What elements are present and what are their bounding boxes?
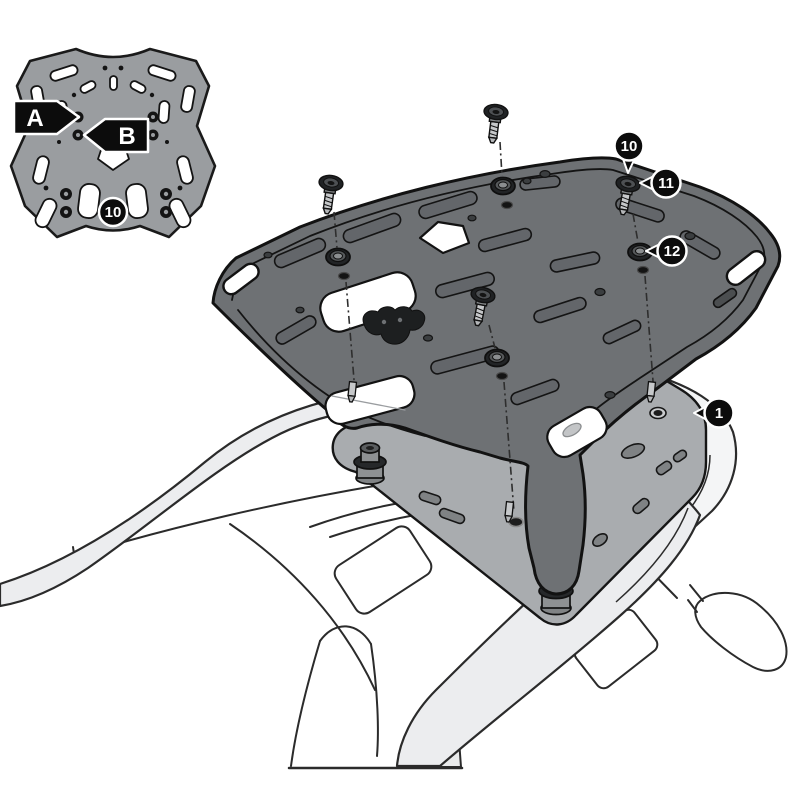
washer-3: [627, 242, 653, 262]
rack-slot-m2: [477, 227, 533, 253]
rack-handle-slot-right: [725, 249, 767, 287]
tail-panel-right-curve: [370, 643, 379, 757]
callout-pin-12: 12: [645, 235, 688, 267]
right-grab-rail-inner-line: [615, 507, 689, 603]
fender-curve: [229, 523, 376, 691]
pin-10-text: 10: [621, 138, 638, 155]
flag-a-text: A: [26, 105, 43, 132]
exit-hole-4: [495, 371, 509, 381]
tp-slot-13: [77, 183, 101, 219]
callout-badge-10: 10: [97, 196, 129, 228]
adapter-slot-5: [592, 533, 608, 547]
tail-panel-left-curve: [290, 640, 321, 767]
adapter-slot-1: [620, 443, 646, 459]
washer-4: [484, 348, 510, 368]
rack-slot-m3: [549, 251, 601, 273]
washer-2: [490, 176, 516, 196]
tp-slot-5: [79, 80, 97, 94]
turn-signal-stalk: [694, 591, 788, 672]
rack-cutout-lower-detail: [331, 395, 406, 411]
rack-handle-slot-left: [222, 262, 260, 296]
mounting-screw-2: [483, 103, 509, 144]
tp-slot-2: [147, 64, 177, 82]
tp-slot-4: [180, 85, 196, 113]
rack-cutout-slot-lower: [324, 374, 416, 426]
side-recess-left: [333, 525, 433, 615]
tp-slot-8: [157, 100, 171, 124]
adapter-slot-2: [655, 460, 673, 476]
centerline-1: [333, 211, 338, 249]
tp-slot-6: [129, 80, 147, 94]
centerline-3b: [644, 275, 655, 395]
flag-b-text: B: [118, 123, 135, 150]
callout-pin-1: 1: [693, 397, 735, 429]
callout-pin-10: 10: [613, 130, 645, 174]
rack-hole-3: [522, 177, 532, 185]
adapter-slot-6: [438, 507, 466, 525]
screw-tip-center: [504, 500, 515, 523]
tp-slot-center: [109, 75, 118, 91]
rack-slot-m5: [533, 296, 587, 324]
tp-slot-11: [34, 197, 58, 229]
adapter-mount-hole-right: [649, 406, 667, 420]
screw-tip-left: [347, 380, 358, 403]
bull-logo: [362, 306, 426, 345]
tp-slot-14: [125, 183, 149, 219]
adapter-slot-3: [672, 449, 688, 463]
exit-hole-3: [636, 265, 650, 275]
tp-slot-10: [176, 155, 194, 185]
rack-cutout-pentagon: [418, 220, 471, 255]
tp-slot-12: [168, 197, 192, 229]
rack-hole-5: [684, 231, 696, 241]
screw-tip-right: [646, 380, 657, 403]
stalk-link-line-1: [689, 584, 704, 602]
rack-slot-l1: [275, 315, 317, 345]
rack-inner-contour: [231, 168, 766, 431]
rack-hole-6: [594, 287, 606, 297]
rack-hole-1: [263, 251, 273, 259]
fastener-set: [318, 103, 657, 523]
rack-hole-7: [295, 306, 305, 314]
rack-slot-m4: [435, 271, 495, 299]
centerline-3: [632, 213, 639, 243]
exit-hole-1: [337, 271, 351, 281]
mounting-screw-4: [470, 286, 496, 327]
callout-flag-a: A: [12, 99, 81, 136]
rack-slot-l3: [510, 378, 560, 406]
rack-slot-u2: [342, 212, 402, 244]
rack-cutout-right-detail: [562, 422, 582, 438]
tp-slot-1: [49, 64, 79, 82]
rack-slot-m6: [602, 319, 642, 345]
pin-11-text: 11: [658, 175, 674, 192]
rack-slot-u3: [418, 190, 478, 220]
rack-slot-u1: [273, 237, 327, 269]
adapter-slot-7: [418, 490, 442, 506]
rack-hole-4: [539, 170, 551, 179]
washer-1: [325, 247, 351, 267]
mounting-screw-1: [318, 174, 344, 215]
mounting-screw-3: [615, 175, 641, 216]
callout-pin-11: 11: [639, 167, 682, 199]
centerline-2: [499, 141, 503, 177]
washer-set: [325, 176, 653, 368]
tail-panel-top-join: [319, 625, 372, 645]
tp-slot-9: [32, 155, 50, 185]
rack-small-pill-right: [712, 287, 738, 309]
luggage-rack-plate: [211, 156, 782, 596]
centerline-4: [488, 324, 496, 349]
rubber-grommet-front: [353, 442, 387, 485]
pin-12-text: 12: [664, 243, 681, 260]
adapter-slot-4: [632, 497, 650, 515]
exit-hole-2: [500, 200, 514, 210]
rack-hole-9: [604, 391, 616, 400]
badge-10-text: 10: [105, 204, 122, 221]
centerline-1b: [345, 281, 356, 393]
rack-hole-8: [422, 334, 434, 342]
centerline-4b: [503, 381, 515, 513]
rack-hole-2: [467, 214, 477, 222]
pin-1-text: 1: [715, 405, 723, 422]
callout-flag-b: B: [82, 117, 150, 154]
stalk-link-line-2: [687, 599, 698, 613]
